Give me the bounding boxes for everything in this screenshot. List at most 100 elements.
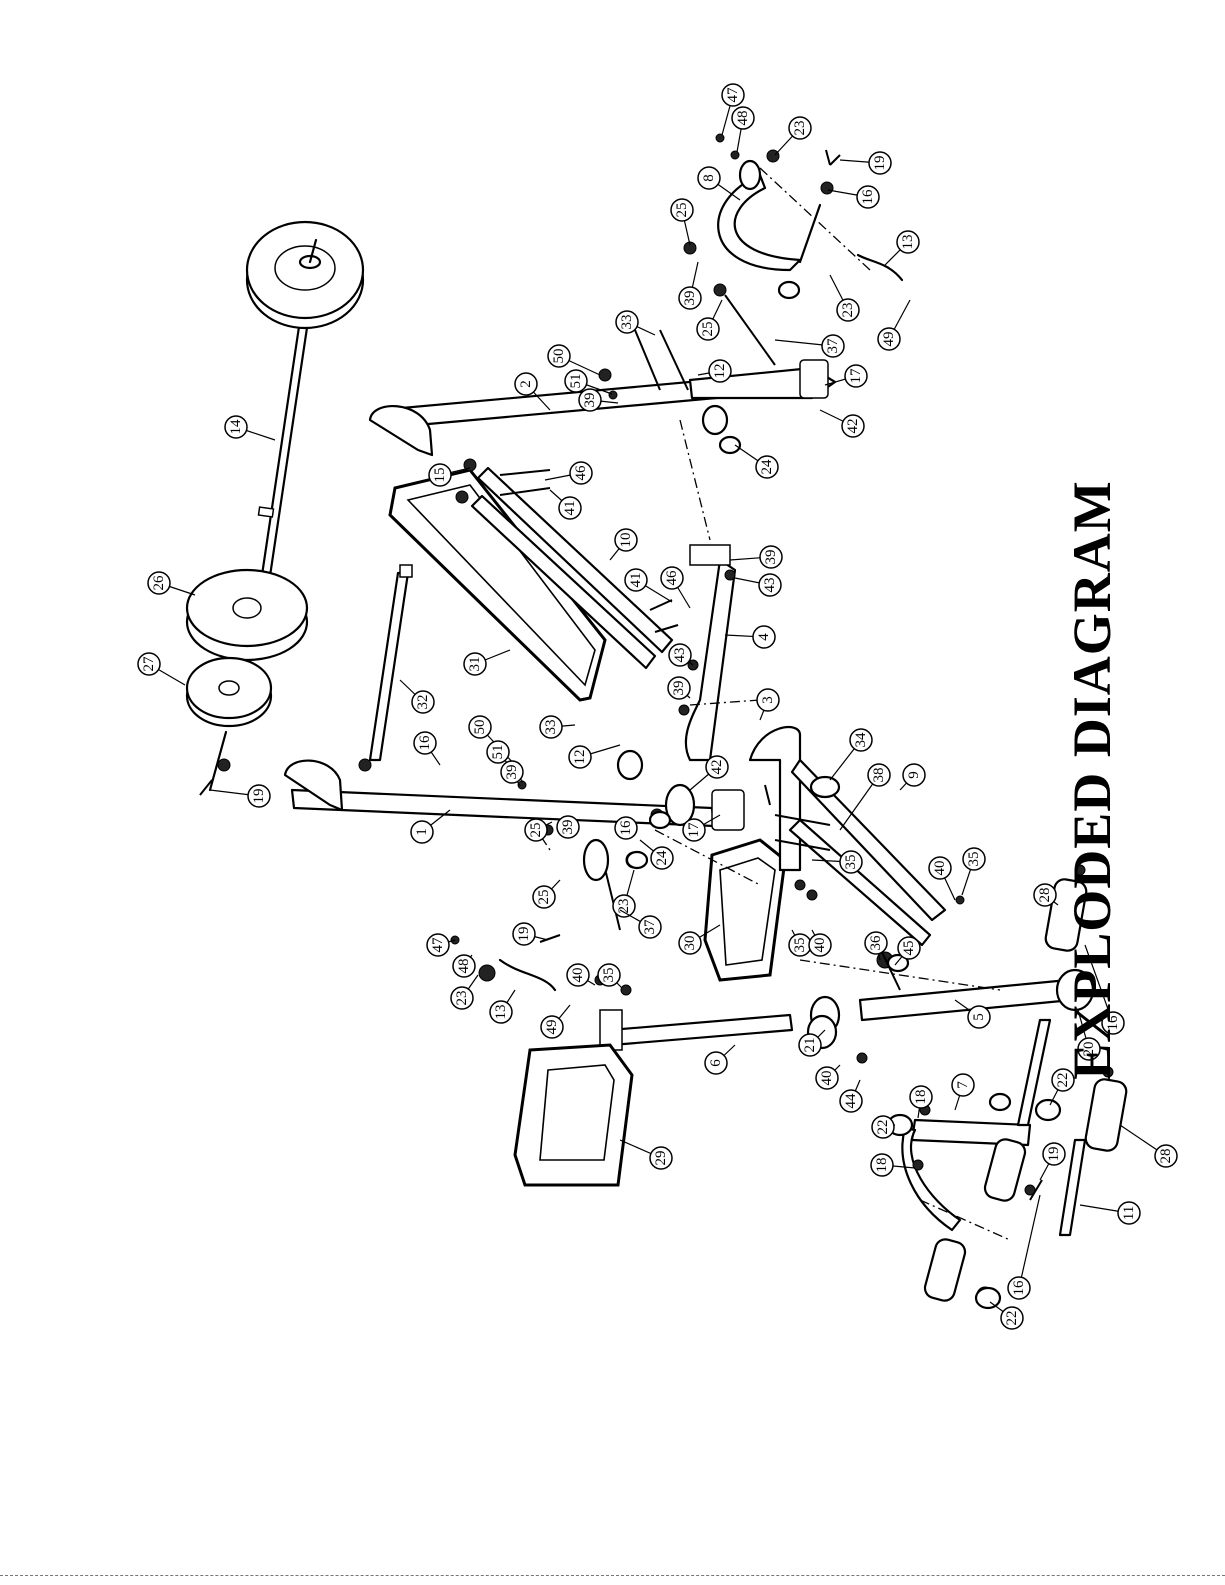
callout-number: 39 [504,765,520,780]
callout-number: 17 [686,822,702,838]
callout-12: 12 [569,745,620,768]
callout-number: 50 [551,349,567,364]
callout-number: 18 [874,1158,890,1173]
callout-46: 46 [661,567,690,608]
callout-number: 44 [843,1093,859,1109]
callout-number: 30 [682,936,698,951]
callout-number: 22 [1004,1311,1020,1326]
callout-number: 35 [792,938,808,953]
callout-number: 25 [536,890,552,905]
callout-number: 37 [825,338,841,354]
callout-number: 34 [853,732,869,748]
callout-number: 12 [712,364,728,379]
callout-39: 39 [557,816,579,838]
page-edge-line [0,1575,1225,1576]
callout-number: 48 [456,959,472,974]
callout-19: 19 [210,785,270,807]
callout-23: 23 [775,117,811,155]
callout-number: 4 [756,633,772,641]
callout-number: 22 [875,1120,891,1135]
callout-number: 10 [618,533,634,548]
callout-27: 27 [138,653,185,685]
callout-number: 21 [802,1038,818,1053]
rod-32 [370,565,412,760]
callout-number: 6 [708,1059,724,1067]
callout-22: 22 [872,1116,895,1138]
callout-22: 22 [990,1302,1023,1329]
callout-number: 25 [700,322,716,337]
callout-number: 23 [616,899,632,914]
diagram-title: EXPLODED DIAGRAM [1062,480,1122,1080]
callout-number: 1 [414,828,430,836]
callout-43: 43 [669,644,693,666]
callout-37: 37 [775,335,844,357]
callout-number: 40 [812,938,828,953]
callout-48: 48 [732,107,754,152]
callout-16: 16 [414,732,440,765]
callout-38: 38 [840,764,890,830]
callout-number: 38 [871,768,887,783]
callout-number: 25 [528,823,544,838]
callout-number: 5 [971,1013,987,1021]
callout-number: 25 [674,203,690,218]
callout-number: 48 [735,111,751,126]
callout-13: 13 [885,231,919,265]
callout-number: 26 [151,575,167,591]
frame-5 [811,970,1093,1033]
callout-number: 50 [472,720,488,735]
callout-number: 17 [848,368,864,384]
callout-number: 12 [572,750,588,765]
callout-number: 46 [664,570,680,586]
callout-number: 39 [560,820,576,835]
callout-9: 9 [900,764,925,790]
callout-35: 35 [962,848,985,895]
callout-number: 49 [881,332,897,347]
callout-number: 16 [417,735,433,751]
callout-number: 42 [845,419,861,434]
callout-49: 49 [541,1005,570,1038]
callout-14: 14 [225,416,275,440]
callout-42: 42 [820,410,864,437]
callout-number: 46 [573,465,589,481]
callout-19: 19 [1040,1143,1065,1180]
callout-number: 42 [709,760,725,775]
callout-39: 39 [679,262,701,309]
callout-31: 31 [464,650,510,675]
callout-25: 25 [533,880,560,908]
callout-8: 8 [698,167,740,200]
callout-43: 43 [735,574,781,596]
callout-number: 41 [628,573,644,588]
callout-number: 35 [966,852,982,867]
callout-44: 44 [840,1080,862,1112]
callout-19: 19 [840,152,891,174]
callout-40: 40 [567,964,595,986]
callout-number: 23 [840,303,856,318]
callout-number: 29 [653,1151,669,1166]
callout-46: 46 [545,462,592,484]
barbell-assembly [187,222,363,795]
callout-number: 39 [763,550,779,565]
frame-8 [718,175,820,270]
callout-number: 32 [415,695,431,710]
callout-41: 41 [550,490,581,519]
callout-17: 17 [825,365,867,387]
callout-number: 23 [454,991,470,1006]
callout-48: 48 [453,955,475,977]
callout-10: 10 [610,529,637,560]
callout-24: 24 [735,445,778,478]
callout-number: 37 [642,919,658,935]
callout-number: 18 [913,1090,929,1105]
callout-number: 16 [860,189,876,205]
callout-number: 19 [516,927,532,942]
callout-number: 13 [493,1005,509,1020]
callout-25: 25 [671,199,693,245]
callout-16: 16 [615,817,637,839]
callout-number: 43 [672,648,688,663]
callout-16: 16 [828,186,879,208]
callout-number: 40 [932,861,948,876]
callout-28: 28 [1120,1125,1177,1167]
callout-number: 33 [543,720,559,735]
callout-29: 29 [620,1140,672,1169]
callout-number: 40 [819,1071,835,1086]
